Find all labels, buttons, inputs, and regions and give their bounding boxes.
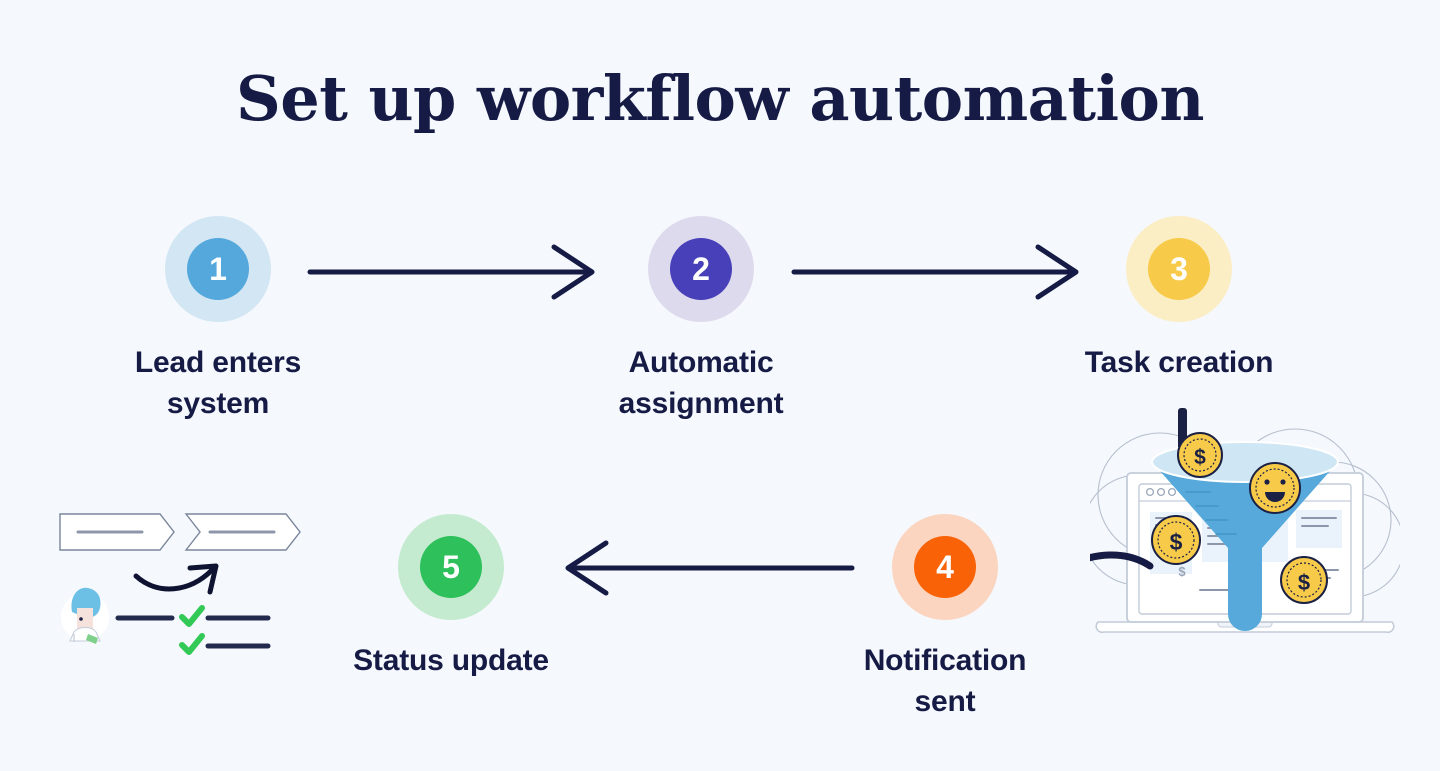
arrow-step2-to-step3 — [791, 244, 1079, 300]
step-4-label: Notification sent — [845, 640, 1045, 723]
step-2-number-badge: 2 — [670, 238, 732, 300]
arrow-step1-to-step2 — [307, 244, 595, 300]
coin-top: $ — [1177, 432, 1223, 478]
step-3-number-badge: 3 — [1148, 238, 1210, 300]
step-1-label-line1: Lead enters — [134, 346, 302, 379]
svg-text:$: $ — [1178, 564, 1186, 579]
inbound-curved-arrow — [1090, 551, 1154, 570]
step-5-label: Status update — [351, 640, 551, 681]
step-2-label-line1: Automatic — [628, 346, 774, 379]
task-lines — [115, 615, 271, 649]
workflow-checklist-illustration — [59, 513, 301, 655]
check-icon-2 — [179, 633, 205, 655]
workflow-step-2[interactable]: 2 Automatic assignment — [601, 216, 801, 425]
coin-right: $ — [1280, 556, 1328, 604]
browser-dots — [1145, 487, 1177, 497]
check-icon-group — [179, 605, 205, 655]
workflow-step-1[interactable]: 1 Lead enters system — [118, 216, 318, 425]
step-3-label: Task creation — [1079, 342, 1279, 383]
workflow-step-5[interactable]: 5 Status update — [351, 514, 551, 681]
coin-left: $ $ — [1151, 515, 1201, 579]
curved-arrow — [133, 563, 219, 595]
step-2-label: Automatic assignment — [601, 342, 801, 425]
step-3-label-line1: Task creation — [1084, 346, 1274, 379]
step-4-number-badge: 4 — [914, 536, 976, 598]
check-icon-1 — [179, 605, 205, 627]
avatar — [61, 587, 109, 644]
step-4-label-line1: Notification sent — [863, 644, 1027, 719]
step-1-number-badge: 1 — [187, 238, 249, 300]
step-2-label-line2: assignment — [618, 387, 784, 421]
workflow-step-3[interactable]: 3 Task creation — [1079, 216, 1279, 383]
step-5-halo: 5 — [398, 514, 504, 620]
workflow-step-4[interactable]: 4 Notification sent — [845, 514, 1045, 723]
svg-text:$: $ — [1194, 446, 1206, 469]
step-2-halo: 2 — [648, 216, 754, 322]
lead-funnel-laptop-illustration: $ $ $ $ — [1090, 408, 1400, 634]
coin-smiling — [1249, 462, 1301, 514]
arrow-step4-to-step5 — [565, 540, 855, 596]
step-5-label-line1: Status update — [353, 644, 549, 677]
svg-text:$: $ — [1298, 570, 1310, 595]
step-1-halo: 1 — [165, 216, 271, 322]
step-5-number-badge: 5 — [420, 536, 482, 598]
step-3-halo: 3 — [1126, 216, 1232, 322]
svg-text:$: $ — [1170, 529, 1183, 555]
page-title: Set up workflow automation — [236, 62, 1204, 135]
step-1-label: Lead enters system — [118, 342, 318, 425]
step-4-halo: 4 — [892, 514, 998, 620]
step-1-label-line2: system — [166, 387, 270, 421]
